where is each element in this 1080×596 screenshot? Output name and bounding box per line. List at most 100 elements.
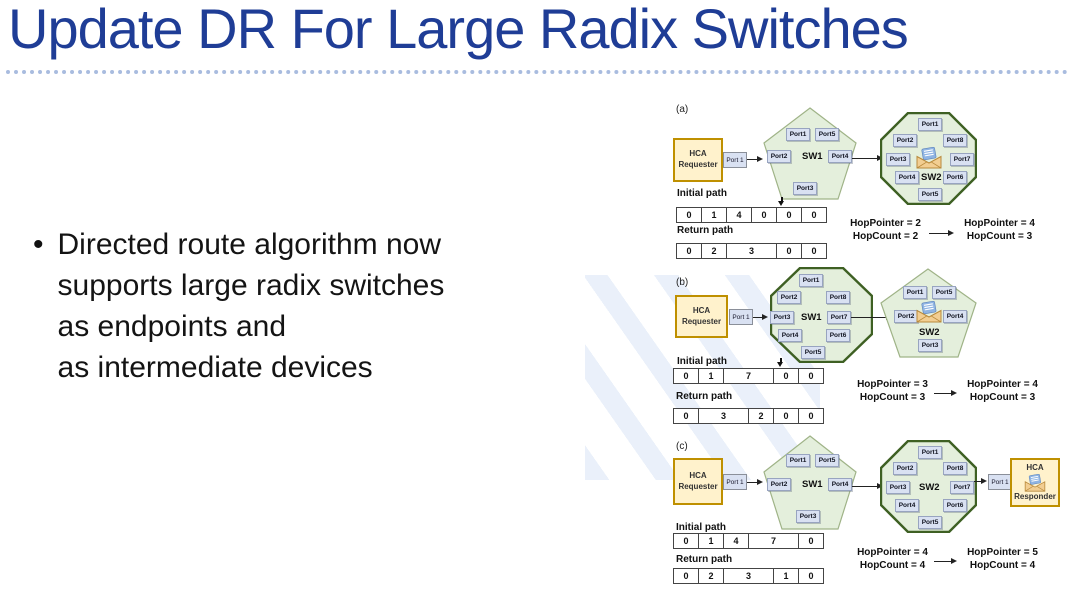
path-cell: 0 bbox=[683, 411, 689, 421]
path-cell: 0 bbox=[686, 246, 692, 256]
path-cell: 0 bbox=[798, 409, 823, 423]
hca-name-line1: HCA bbox=[692, 305, 711, 315]
arrow-line bbox=[852, 158, 878, 160]
cell-pointer-icon bbox=[778, 197, 786, 206]
path-cell: 0 bbox=[683, 571, 689, 581]
requester-port: Port 1 bbox=[723, 474, 747, 490]
path-cell: 0 bbox=[801, 244, 826, 258]
requester-port: Port 1 bbox=[723, 152, 747, 168]
sw1-port-right: Port4 bbox=[828, 150, 852, 163]
return-path-label: Return path bbox=[676, 391, 733, 402]
sw1-port-left: Port2 bbox=[767, 150, 791, 163]
sw1-port-top-right: Port5 bbox=[815, 454, 839, 467]
arrow-head-icon bbox=[762, 314, 768, 320]
path-cell: 2 bbox=[748, 409, 773, 423]
sw2-port-top: Port1 bbox=[918, 446, 942, 459]
arrow-head-icon bbox=[981, 478, 987, 484]
path-cell: 4 bbox=[723, 534, 748, 548]
return-path-label: Return path bbox=[676, 554, 733, 565]
bullet-marker: • bbox=[33, 228, 44, 261]
arrow-head-icon bbox=[948, 230, 954, 236]
sw2-port-lower-right: Port6 bbox=[943, 499, 967, 512]
envelope-icon bbox=[916, 301, 942, 323]
path-cell: 3 bbox=[698, 409, 748, 423]
hop-pointer-value: HopPointer = 3 bbox=[857, 379, 928, 390]
sw1-port-upper-left: Port2 bbox=[777, 291, 801, 304]
bullet-line: as intermediate devices bbox=[57, 351, 373, 384]
sw1-port-lower-right: Port6 bbox=[826, 329, 850, 342]
diagram-a: (a) HCA Requester Port 1 Port1 Port5 Por… bbox=[660, 95, 1080, 265]
sw1-port-top-left: Port1 bbox=[786, 128, 810, 141]
hop-pointer-value: HopPointer = 5 bbox=[967, 547, 1038, 558]
hop-state-after: HopPointer = 4 HopCount = 3 bbox=[952, 217, 1047, 243]
hop-state-before: HopPointer = 2 HopCount = 2 bbox=[838, 217, 933, 243]
hop-pointer-value: HopPointer = 4 bbox=[967, 379, 1038, 390]
return-path-table: 0 2 3 1 0 bbox=[673, 568, 824, 584]
arrow-line bbox=[934, 561, 952, 563]
requester-port: Port 1 bbox=[729, 309, 753, 325]
hca-name-line2: Requester bbox=[678, 481, 718, 491]
sw1-port-bottom: Port3 bbox=[793, 182, 817, 195]
hop-pointer-value: HopPointer = 2 bbox=[850, 218, 921, 229]
sw1-port-bottom: Port3 bbox=[796, 510, 820, 523]
sw2-port-lower-left: Port4 bbox=[895, 499, 919, 512]
sw2-port-right: Port7 bbox=[950, 481, 974, 494]
figure-label: (b) bbox=[676, 277, 689, 288]
arrow-head-icon bbox=[951, 558, 957, 564]
envelope-icon bbox=[1024, 473, 1046, 492]
return-path-table: 0 2 3 0 0 bbox=[676, 243, 827, 259]
sw1-port-top-left: Port1 bbox=[786, 454, 810, 467]
path-cell: 3 bbox=[726, 244, 776, 258]
figure-label: (c) bbox=[676, 441, 688, 452]
figure-label: (a) bbox=[676, 104, 689, 115]
hop-state-before: HopPointer = 3 HopCount = 3 bbox=[845, 378, 940, 404]
hca-requester-box: HCA Requester bbox=[673, 458, 723, 505]
sw1-label: SW1 bbox=[802, 151, 823, 162]
hop-count-value: HopCount = 3 bbox=[859, 392, 926, 403]
path-cell: 0 bbox=[683, 536, 689, 546]
responder-port: Port 1 bbox=[988, 474, 1012, 490]
initial-path-table: 0 1 4 0 0 0 bbox=[676, 207, 827, 223]
sw1-label: SW1 bbox=[801, 312, 822, 323]
sw2-port-upper-right: Port8 bbox=[943, 134, 967, 147]
path-cell: 0 bbox=[776, 244, 801, 258]
initial-path-label: Initial path bbox=[677, 188, 727, 199]
sw2-port-right: Port7 bbox=[950, 153, 974, 166]
diagram-c: (c) HCA Requester Port 1 Port1 Port5 Por… bbox=[660, 430, 1080, 596]
hca-name-line2: Requester bbox=[678, 160, 718, 169]
path-cell: 1 bbox=[698, 534, 723, 548]
sw2-label: SW2 bbox=[921, 172, 942, 183]
cell-pointer-icon bbox=[777, 358, 785, 367]
sw2-port-left: Port3 bbox=[886, 153, 910, 166]
sw1-port-upper-right: Port8 bbox=[826, 291, 850, 304]
hca-requester-box: HCA Requester bbox=[675, 295, 728, 338]
hop-count-value: HopCount = 3 bbox=[966, 231, 1033, 242]
arrow-head-icon bbox=[951, 390, 957, 396]
arrow-line bbox=[753, 317, 763, 319]
slide-title: Update DR For Large Radix Switches bbox=[8, 0, 909, 60]
arrow-line bbox=[747, 482, 758, 484]
sw2-label: SW2 bbox=[919, 327, 940, 338]
path-cell: 0 bbox=[798, 369, 823, 383]
sw2-port-top: Port1 bbox=[918, 118, 942, 131]
hop-count-value: HopCount = 3 bbox=[969, 392, 1036, 403]
hop-count-value: HopCount = 4 bbox=[859, 560, 926, 571]
hop-state-after: HopPointer = 4 HopCount = 3 bbox=[955, 378, 1050, 404]
sw1-port-bottom: Port5 bbox=[801, 346, 825, 359]
bullet-line: as endpoints and bbox=[57, 310, 287, 343]
path-cell: 0 bbox=[801, 208, 826, 222]
sw1-port-right: Port7 bbox=[827, 311, 851, 324]
path-cell: 0 bbox=[686, 210, 692, 220]
sw2-port-upper-left: Port2 bbox=[893, 134, 917, 147]
path-cell: 0 bbox=[798, 534, 823, 548]
arrow-line bbox=[934, 393, 952, 395]
path-cell: 0 bbox=[798, 569, 823, 583]
hca-name-line1: HCA bbox=[689, 470, 707, 480]
path-cell: 0 bbox=[773, 409, 798, 423]
arrow-line bbox=[929, 233, 949, 235]
hop-pointer-value: HopPointer = 4 bbox=[964, 218, 1035, 229]
sw1-port-left: Port2 bbox=[767, 478, 791, 491]
sw1-port-right: Port4 bbox=[828, 478, 852, 491]
sw2-port-left: Port3 bbox=[886, 481, 910, 494]
